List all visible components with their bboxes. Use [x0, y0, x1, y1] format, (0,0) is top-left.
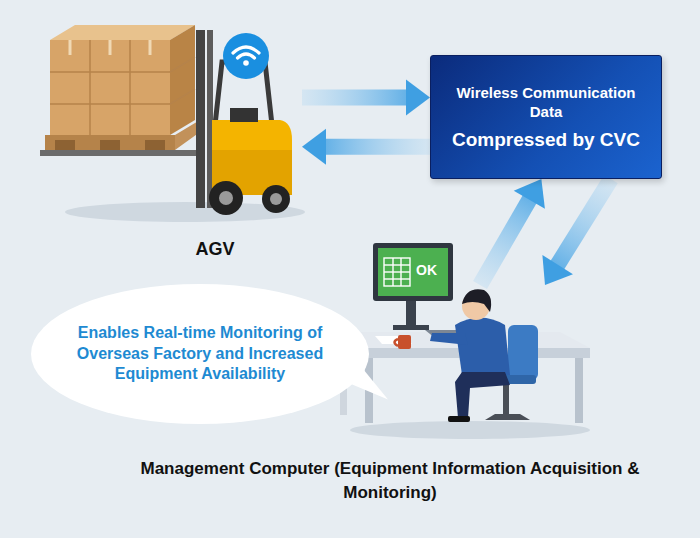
agv-forklift — [40, 25, 305, 222]
node-text: AGV — [140, 239, 290, 260]
callout-bubble: Enables Real-time Monitoring of Overseas… — [30, 283, 370, 425]
data-box: Wireless Communication DataCompressed by… — [430, 55, 662, 179]
computer-node: Management Computer (Equipment Informati… — [140, 285, 640, 510]
flow-arrow — [302, 79, 430, 115]
office-workstation — [330, 243, 590, 439]
flow-arrow — [302, 129, 430, 165]
screen-label: OK — [416, 262, 437, 278]
flow-arrow — [480, 179, 545, 285]
node-text: Management Computer (Equipment Informati… — [140, 457, 640, 506]
agv-node: AGV — [40, 20, 302, 262]
flow-arrow — [542, 179, 611, 285]
node-text: Compressed by CVC — [452, 128, 640, 152]
node-text: Enables Real-time Monitoring of Overseas… — [64, 323, 336, 385]
node-text: Wireless Communication Data — [445, 83, 647, 122]
